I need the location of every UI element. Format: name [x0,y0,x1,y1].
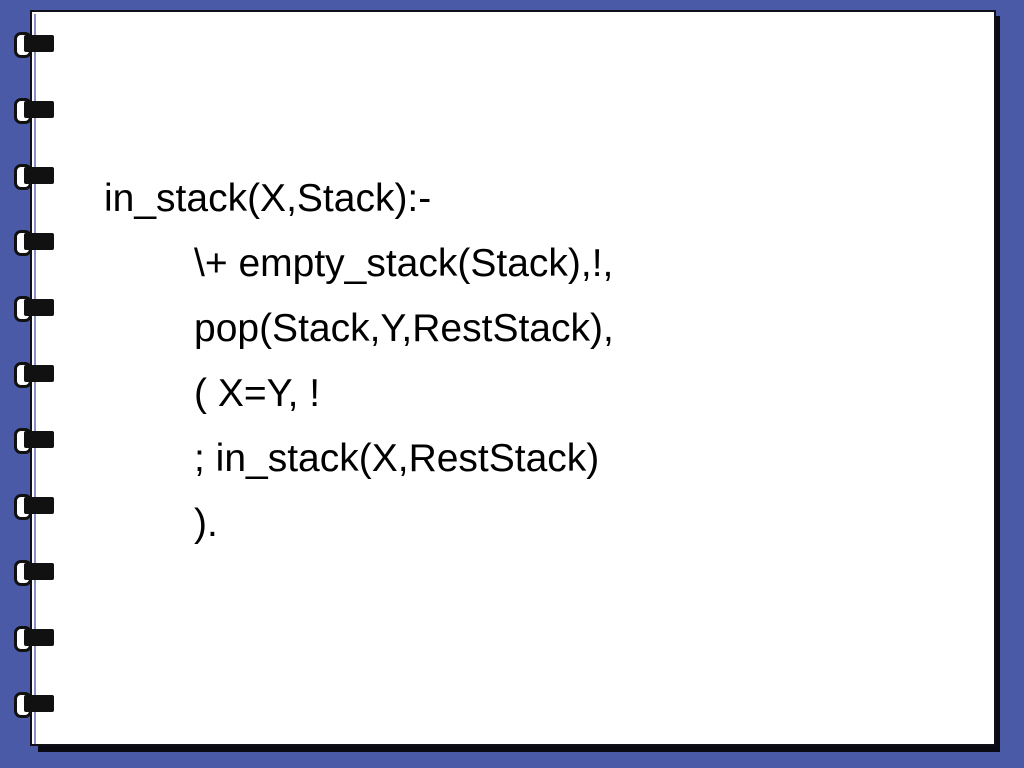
binding-ring-bar [24,497,54,514]
binding-ring-bar [24,629,54,646]
binding-ring [14,360,54,388]
binding-ring-bar [24,563,54,580]
binding-ring-bar [24,167,54,184]
code-line-equality-branch: ( X=Y, ! [194,372,321,415]
code-line-recursive-branch: ; in_stack(X,RestStack) [194,437,600,480]
code-line-pop: pop(Stack,Y,RestStack), [194,307,614,350]
binding-ring-bar [24,695,54,712]
binding-ring-bar [24,431,54,448]
binding-ring-bar [24,35,54,52]
binding-ring [14,162,54,190]
binding-ring-bar [24,299,54,316]
code-line-clause-head: in_stack(X,Stack):- [104,177,432,220]
code-line-empty-check: \+ empty_stack(Stack),!, [194,242,614,285]
binding-ring [14,558,54,586]
prolog-code-block: in_stack(X,Stack):- \+ empty_stack(Stack… [104,166,614,556]
binding-ring [14,96,54,124]
binding-ring-bar [24,365,54,382]
binding-ring [14,30,54,58]
spiral-binding [14,30,58,730]
code-line-clause-end: ). [194,502,218,545]
notebook-page [30,10,996,746]
binding-ring-bar [24,101,54,118]
binding-ring [14,228,54,256]
binding-ring [14,294,54,322]
binding-ring-bar [24,233,54,250]
binding-ring [14,624,54,652]
binding-ring [14,426,54,454]
binding-ring [14,690,54,718]
binding-ring [14,492,54,520]
